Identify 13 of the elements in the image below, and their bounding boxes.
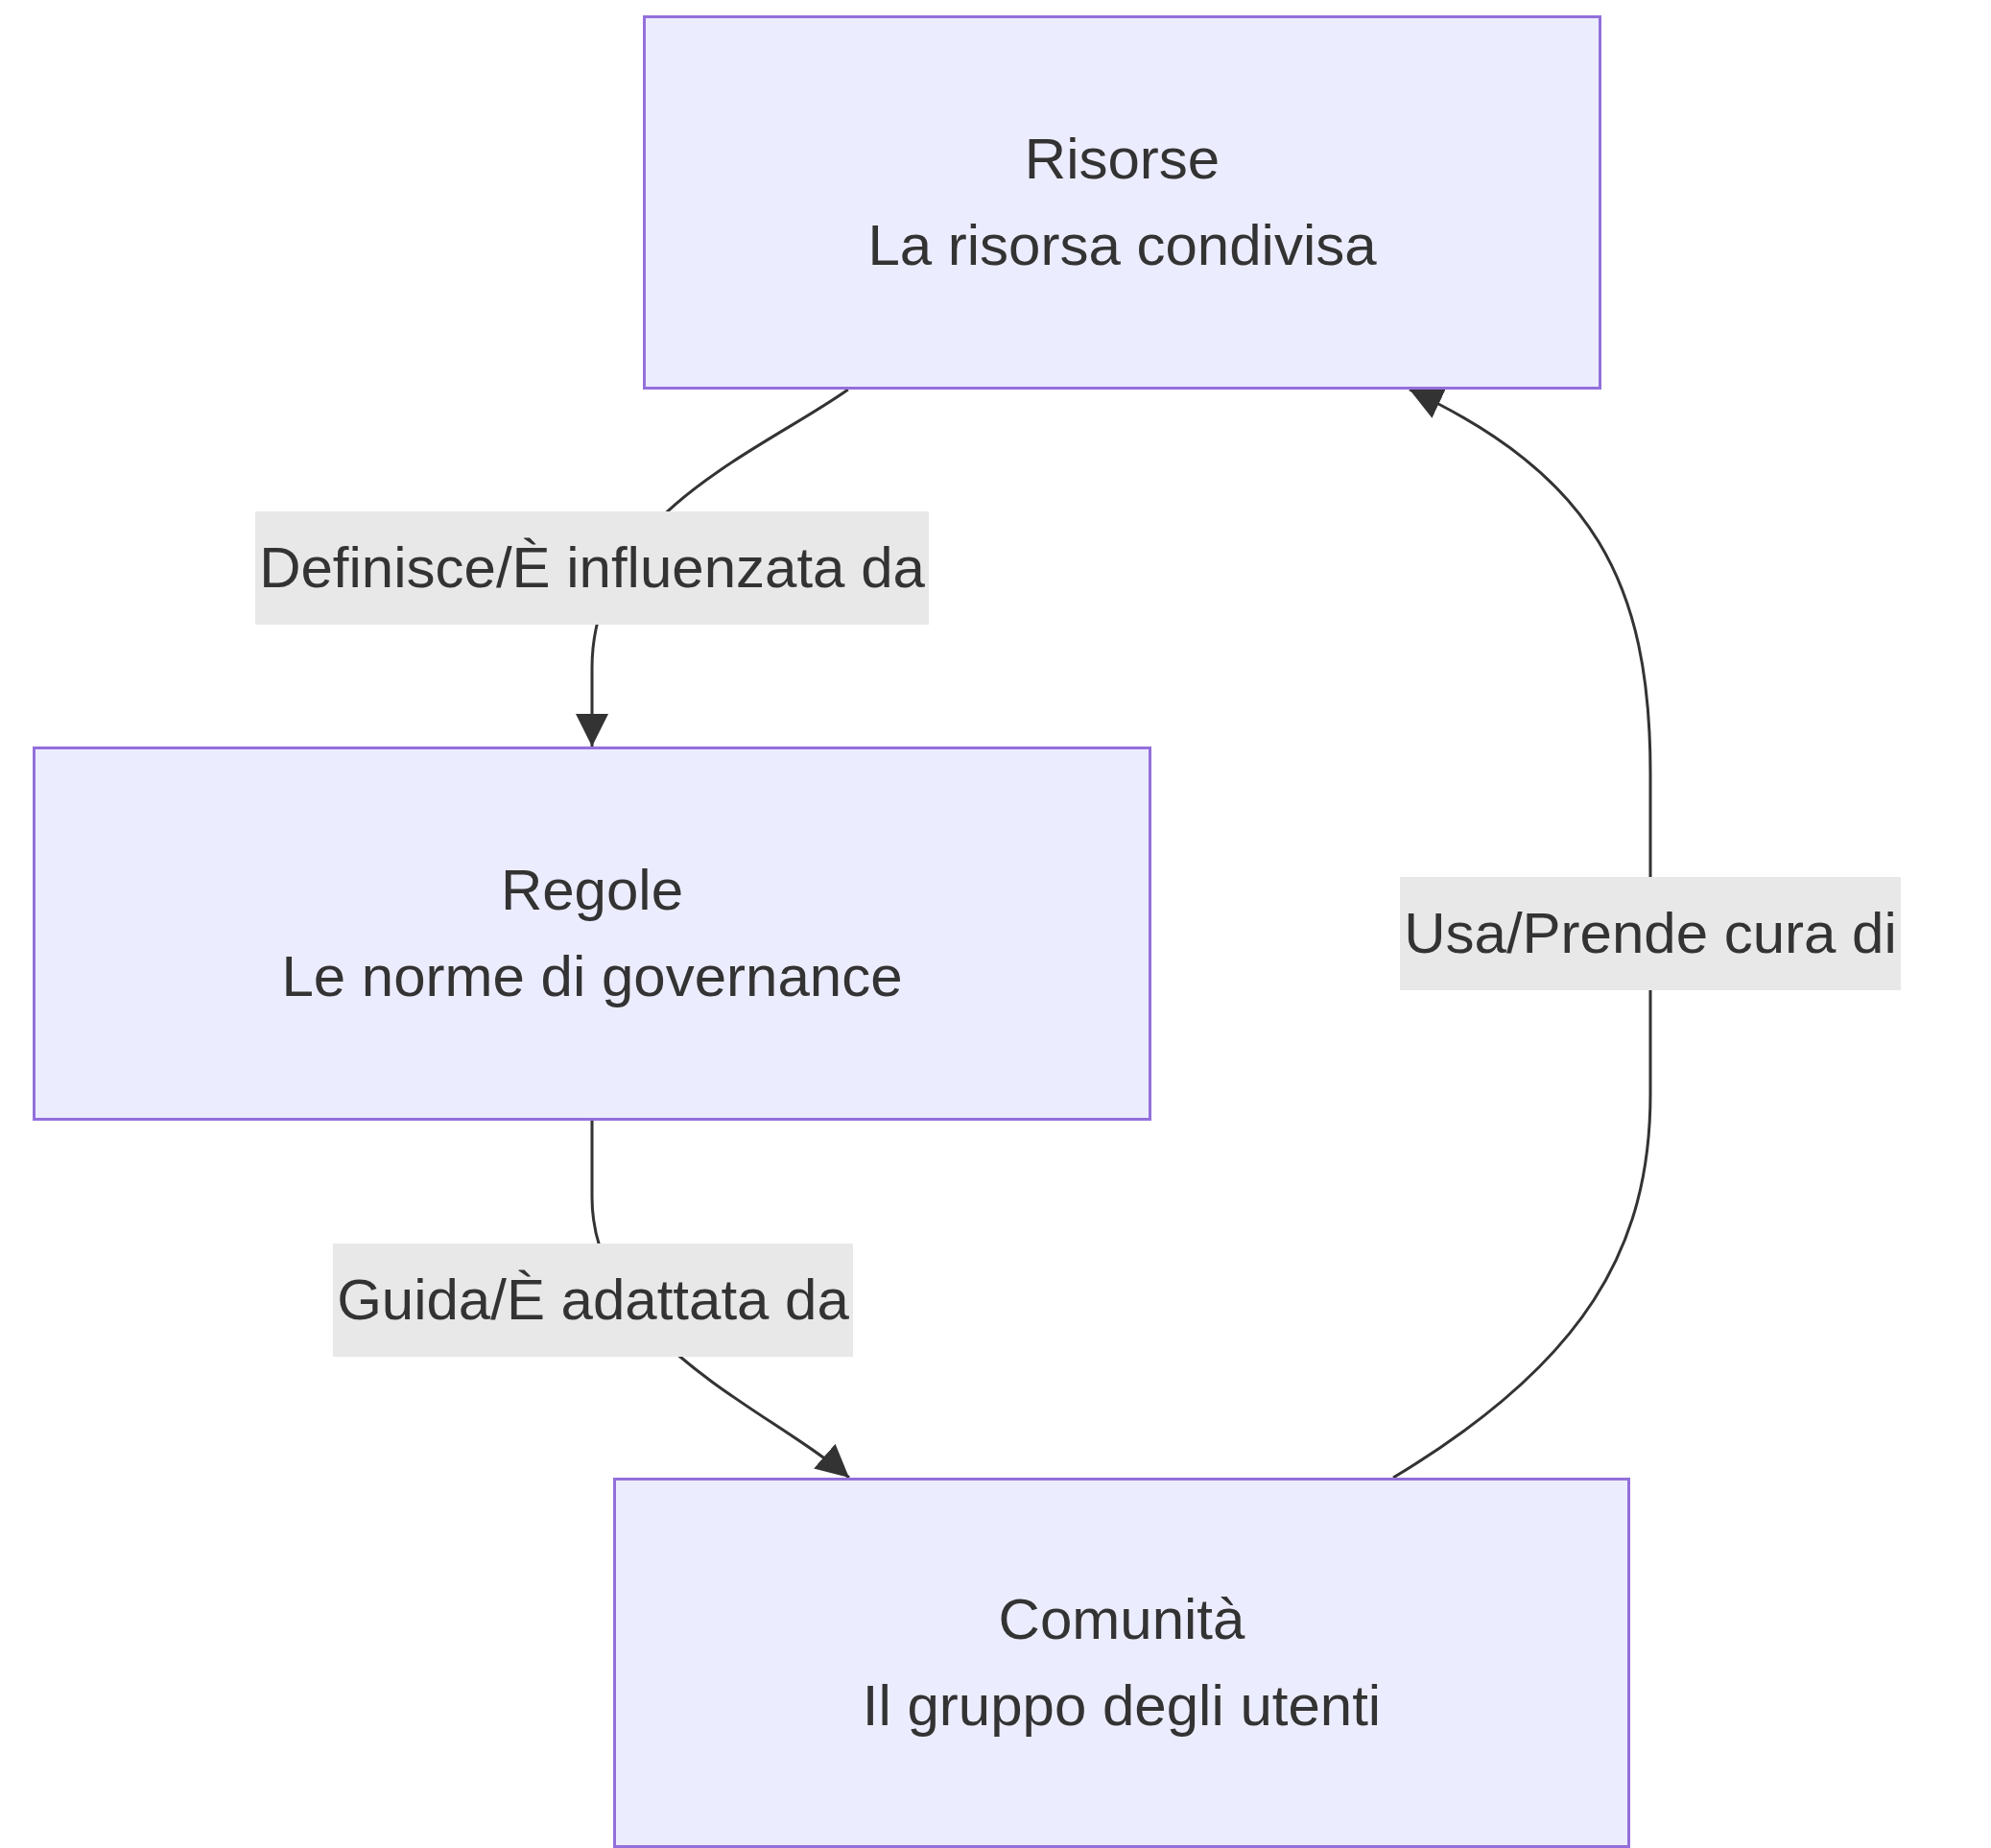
- edge-label: Guida/È adattata da: [333, 1244, 853, 1357]
- process-box: [33, 746, 1151, 1121]
- node-description: Il gruppo degli utenti: [862, 1674, 1382, 1738]
- edge-label: Usa/Prende cura di: [1400, 877, 1901, 990]
- arrow: [1392, 388, 1652, 1480]
- node-description: La risorsa condivisa: [867, 214, 1377, 277]
- edge-label: Definisce/È influenzata da: [255, 511, 929, 625]
- node-title: Comunità: [998, 1588, 1245, 1651]
- process-box: [613, 1478, 1630, 1848]
- process-box: [643, 15, 1601, 390]
- node-title: Risorse: [1024, 128, 1221, 191]
- node-description: Le norme di governance: [281, 945, 903, 1008]
- node-title: Regole: [500, 859, 684, 922]
